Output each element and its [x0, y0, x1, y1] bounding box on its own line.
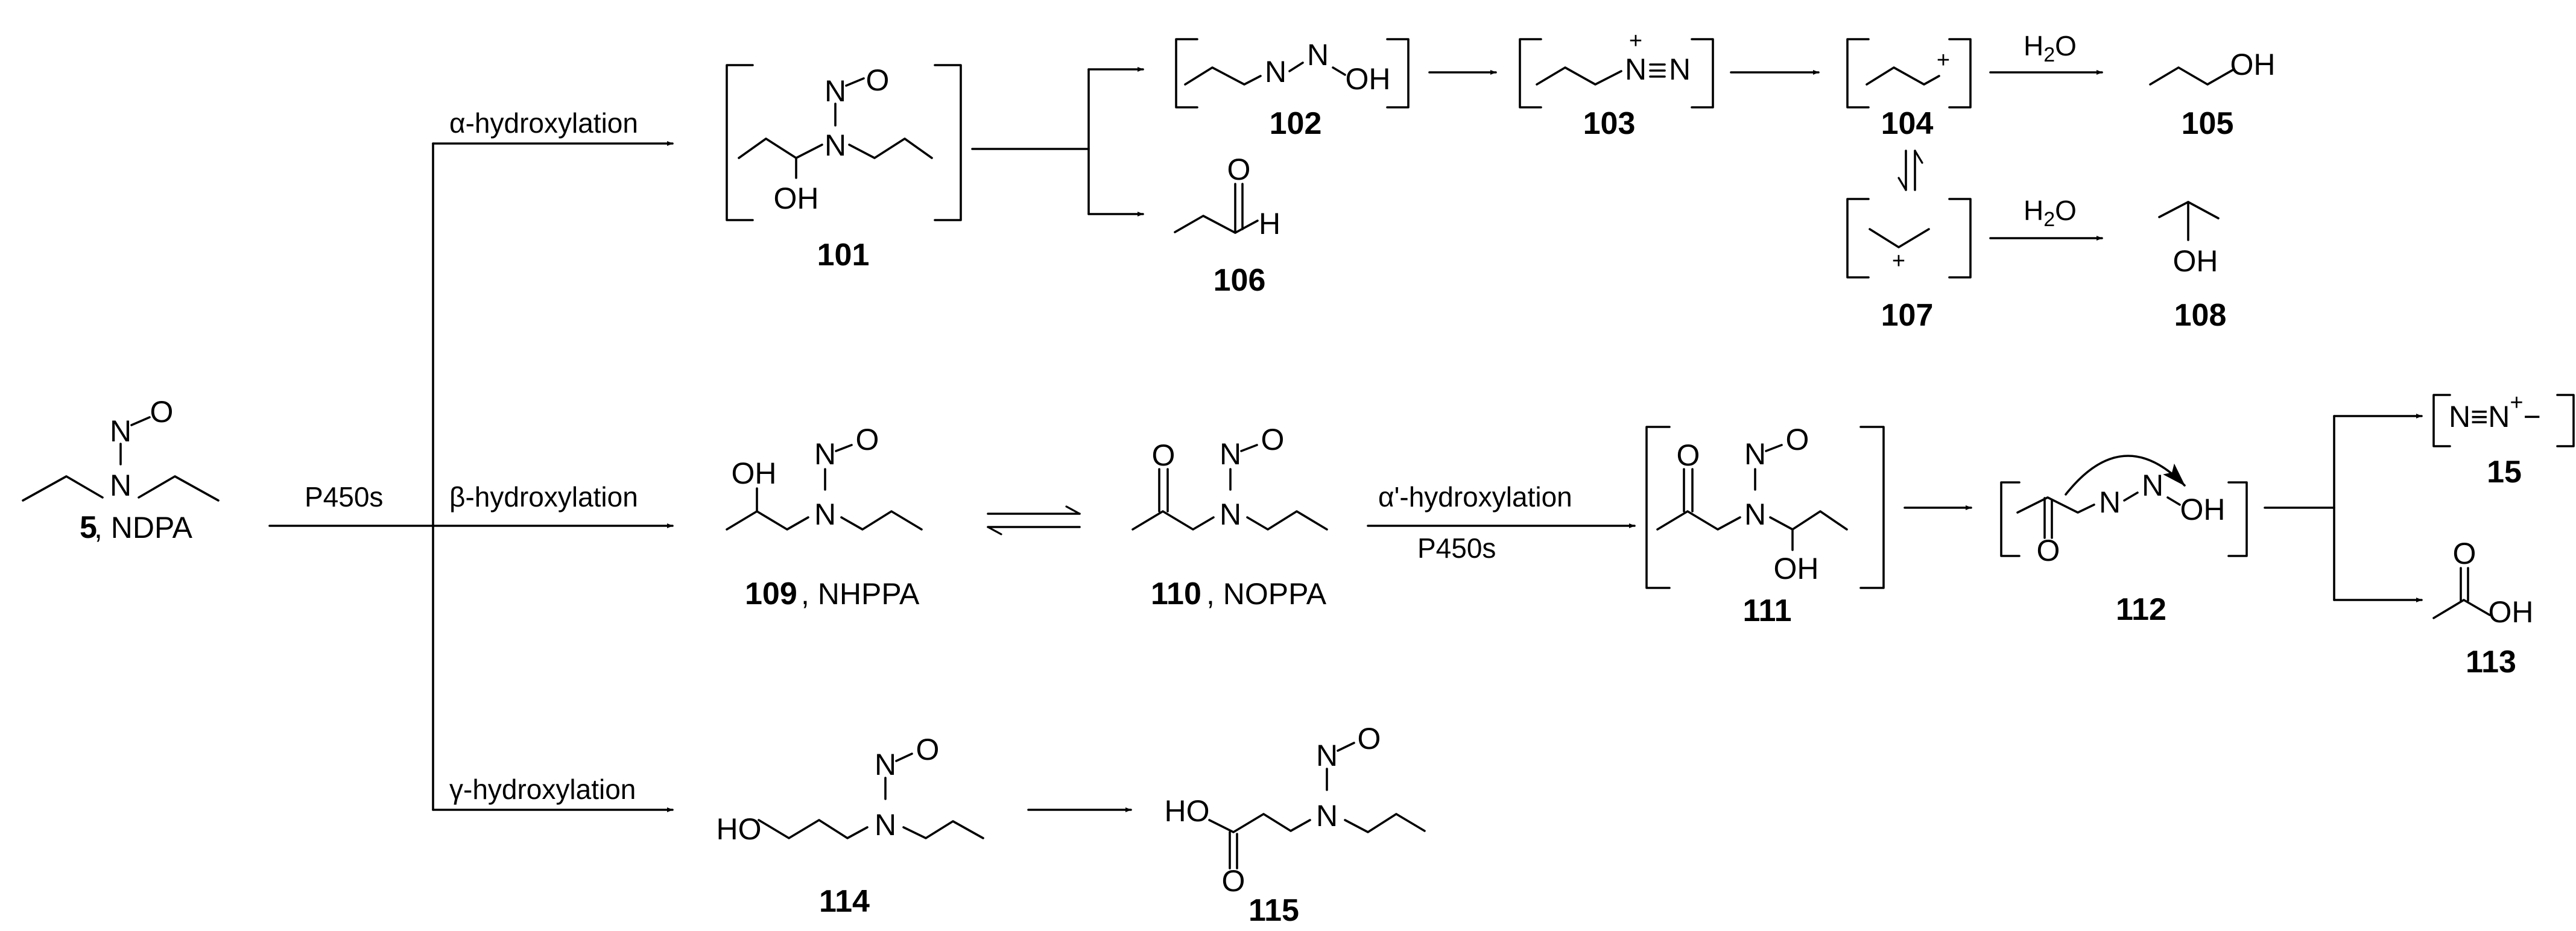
atom-o: O [150, 395, 174, 429]
atom-n: N [1669, 52, 1691, 86]
equilibrium-arrows-109-110 [987, 505, 1081, 535]
compound-number: 107 [1881, 298, 1934, 333]
compound-number: 5 [80, 510, 97, 545]
atom-n: N [1220, 497, 1241, 531]
compound-number: 115 [1248, 893, 1299, 928]
compound-number: 108 [2174, 298, 2227, 333]
compound-107: + 107 [1846, 198, 1972, 333]
charge-plus: + [1892, 248, 1905, 274]
compound-101: N N O OH 101 [726, 63, 962, 273]
compound-15: N≡N+− 15 [2432, 390, 2575, 490]
condition-label: α'-hydroxylation [1378, 481, 1572, 513]
atom-o: O [1227, 153, 1251, 186]
condition-label: β-hydroxylation [449, 481, 638, 513]
atom-o: O [1222, 864, 1245, 898]
atom-o: O [916, 733, 940, 766]
branch-arrows: P450s α-hydroxylation β-hydroxylation γ-… [268, 107, 674, 812]
compound-number: 110 [1151, 576, 1201, 611]
atom-o: O [1152, 438, 1176, 472]
atom-h: H [1259, 207, 1280, 241]
condition-label: α-hydroxylation [449, 107, 638, 139]
compound-number: 101 [817, 238, 870, 273]
compound-5: N N O 5 , NDPA [22, 395, 220, 545]
atom-o: O [2453, 537, 2476, 570]
atom-n: N [2099, 485, 2121, 519]
atom-o: O [1261, 423, 1285, 456]
atom-oh: OH [774, 181, 819, 215]
compound-108: OH 108 [2158, 201, 2227, 333]
compound-114: HO N N O 114 [717, 733, 984, 919]
charge-plus: + [1629, 28, 1642, 54]
atom-n: N [2142, 469, 2163, 502]
compound-106: O H 106 [1174, 153, 1280, 298]
compound-102: N N OH 102 [1175, 38, 1410, 141]
atom-ho: HO [717, 812, 762, 846]
atom-n: N [824, 74, 846, 108]
compound-number: 102 [1270, 106, 1322, 141]
compound-number: 112 [2116, 592, 2166, 627]
atom-n: N [814, 437, 836, 471]
atom-o: O [1358, 722, 1381, 756]
compound-number: 106 [1214, 263, 1266, 298]
compound-112: O N N OH 112 [2000, 455, 2248, 627]
fork-arrows-101 [971, 67, 1144, 216]
atom-o: O [1786, 423, 1809, 456]
fork-arrows-112 [2264, 414, 2423, 602]
atom-n: N [814, 497, 836, 531]
compound-name: , NDPA [94, 511, 193, 544]
compound-115: HO O N N O 115 [1165, 722, 1426, 928]
atom-n: N [1316, 799, 1338, 833]
compound-number: 105 [2182, 106, 2234, 141]
atom-n: N [824, 128, 846, 162]
compound-number: 15 [2487, 455, 2522, 490]
atom-ho: HO [1165, 794, 1210, 828]
compound-110: O N N O 110 , NOPPA [1131, 423, 1328, 611]
charge-plus: + [1937, 48, 1950, 73]
atom-oh: OH [1346, 62, 1391, 96]
compound-number: 103 [1583, 106, 1636, 141]
atom-o: O [856, 423, 879, 456]
atom-n: N [875, 748, 896, 781]
compound-109: OH N N O 109 , NHPPA [726, 423, 923, 611]
methyldiazonium-formula: N≡N+− [2449, 390, 2541, 434]
condition-label: P450s [305, 481, 383, 513]
atom-n: N [875, 808, 896, 842]
atom-n: N [1744, 437, 1766, 471]
atom-n: N [1625, 52, 1647, 86]
compound-number: 109 [745, 576, 797, 611]
atom-oh: OH [1774, 552, 1819, 585]
atom-oh: OH [2230, 48, 2276, 81]
condition-label: H2O [2024, 195, 2077, 231]
atom-n: N [1307, 38, 1329, 72]
atom-n: N [1316, 739, 1338, 772]
compound-113: O OH 113 [2432, 537, 2534, 680]
atom-oh: OH [2173, 244, 2218, 278]
compound-number: 113 [2466, 645, 2516, 680]
atom-n: N [1265, 55, 1286, 89]
atom-oh: OH [2489, 595, 2534, 629]
compound-name: , NHPPA [801, 577, 920, 611]
atom-o: O [866, 63, 890, 97]
atom-oh: OH [732, 456, 777, 490]
atom-oh: OH [2180, 493, 2226, 526]
compound-name: , NOPPA [1206, 577, 1327, 611]
equilibrium-arrows-104-107 [1897, 150, 1923, 191]
compound-number: 104 [1881, 106, 1934, 141]
compound-number: 111 [1742, 593, 1791, 628]
atom-n: N [110, 469, 131, 502]
compound-111: O N N O OH 111 [1645, 423, 1885, 628]
compound-103: N + N 103 [1519, 28, 1714, 141]
atom-o: O [1677, 438, 1700, 472]
condition-label: γ-hydroxylation [449, 774, 636, 805]
condition-label: H2O [2024, 30, 2077, 66]
atom-n: N [110, 414, 131, 448]
condition-label: P450s [1417, 532, 1496, 564]
compound-105: OH 105 [2149, 48, 2276, 141]
atom-n: N [1220, 437, 1241, 471]
atom-o: O [2037, 534, 2060, 567]
compound-number: 114 [819, 884, 870, 919]
compound-104: + 104 [1846, 38, 1972, 141]
atom-n: N [1744, 497, 1766, 531]
